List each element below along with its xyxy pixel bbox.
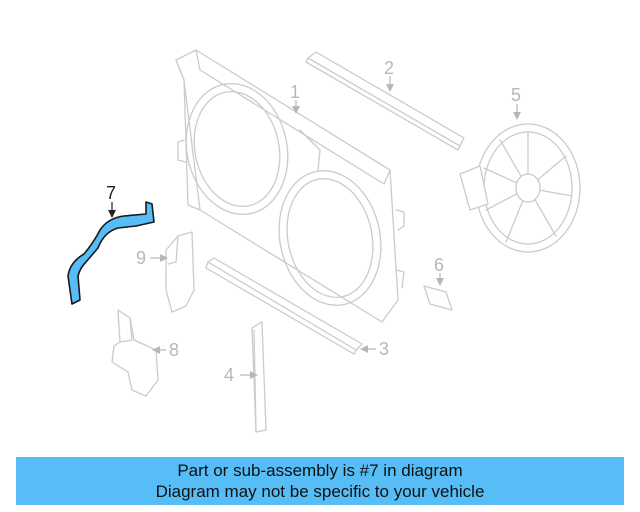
- part-3-lower-seal[interactable]: [205, 257, 363, 355]
- caption-banner: Part or sub-assembly is #7 in diagram Di…: [16, 457, 624, 505]
- callout-8-arrow: [152, 346, 160, 354]
- callout-7[interactable]: 7: [106, 183, 116, 203]
- part-2-upper-seal[interactable]: [305, 51, 465, 151]
- callout-1-arrow: [292, 106, 300, 114]
- callout-5-arrow: [513, 112, 521, 120]
- callout-3[interactable]: 3: [379, 339, 389, 359]
- callout-2[interactable]: 2: [384, 58, 394, 78]
- part-8-bracket[interactable]: [111, 309, 159, 397]
- callout-7-arrow: [108, 210, 116, 218]
- callout-8[interactable]: 8: [169, 340, 179, 360]
- part-7-bracket[interactable]: [67, 201, 155, 305]
- part-5-fan[interactable]: [459, 123, 581, 253]
- callout-9-arrow: [160, 254, 168, 262]
- parts-diagram: 1 2 3 4 5 6 7 8 9: [67, 49, 581, 433]
- caption-line-1: Part or sub-assembly is #7 in diagram: [177, 461, 463, 480]
- callout-3-arrow: [360, 345, 368, 353]
- callout-4-arrow: [250, 371, 258, 379]
- callout-4[interactable]: 4: [224, 365, 234, 385]
- part-9-bracket[interactable]: [165, 231, 195, 313]
- callout-1[interactable]: 1: [290, 82, 300, 102]
- part-4-side-seal[interactable]: [251, 321, 267, 433]
- callout-6-arrow: [436, 278, 444, 286]
- callout-2-arrow: [386, 84, 394, 92]
- part-1-fan-shroud[interactable]: [174, 49, 405, 323]
- callout-5[interactable]: 5: [511, 85, 521, 105]
- caption-line-2: Diagram may not be specific to your vehi…: [155, 482, 485, 501]
- callout-9[interactable]: 9: [136, 248, 146, 268]
- part-6-clip[interactable]: [423, 285, 453, 311]
- callout-6[interactable]: 6: [434, 255, 444, 275]
